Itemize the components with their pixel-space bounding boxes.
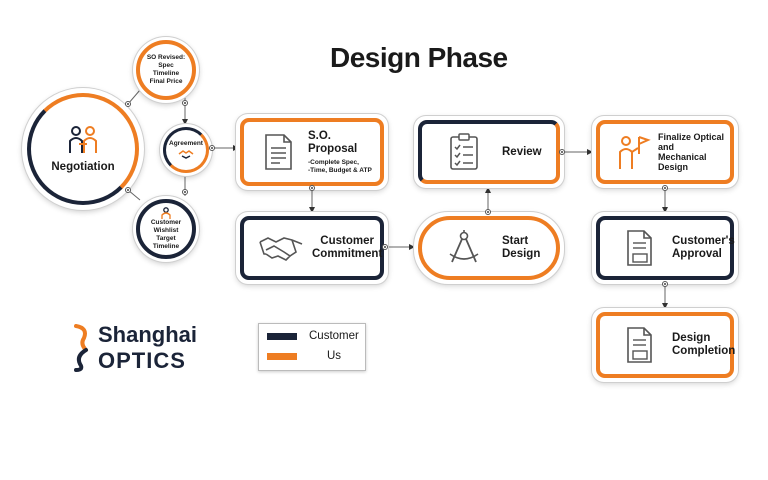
logo-line2: OPTICS — [98, 348, 186, 373]
legend-swatch-customer — [267, 332, 297, 340]
approved-document-icon — [627, 230, 652, 266]
so-revised-node: SO Revised: Spec Timeline Final Price — [133, 37, 199, 103]
so-proposal-node: S.O. Proposal -Complete Spec, -Time, Bud… — [236, 114, 388, 190]
connector-dot — [209, 145, 215, 151]
so-proposal-line: -Complete Spec, — [308, 158, 359, 166]
document-icon — [265, 134, 292, 170]
customer-commitment-node: Customer Commitment — [236, 212, 388, 284]
approval-line: Customer's — [672, 235, 735, 247]
start-design-line: Design — [502, 248, 541, 260]
legend-item-us: Us — [267, 350, 341, 362]
legend-label: Customer — [309, 330, 359, 342]
design-completion-node: Design Completion — [592, 308, 738, 382]
compass-icon — [449, 230, 479, 263]
person-flag-icon — [619, 136, 651, 169]
shanghai-optics-logo: Shanghai OPTICS — [72, 322, 222, 374]
connector-dot — [125, 101, 131, 107]
legend-swatch-us — [267, 352, 297, 360]
wishlist-line: Target — [156, 235, 176, 242]
legend: Customer Us — [258, 323, 366, 371]
connector-dot — [182, 189, 188, 195]
so-revised-line: Final Price — [149, 78, 183, 85]
so-revised-line: SO Revised: — [146, 54, 186, 61]
customer-approval-node: Customer's Approval — [592, 212, 738, 284]
person-icon — [161, 207, 171, 219]
finalize-design-node: Finalize Optical and Mechanical Design — [592, 116, 738, 188]
review-node: Review — [414, 116, 564, 188]
review-label: Review — [502, 145, 542, 158]
start-design-line: Start — [502, 235, 529, 247]
completed-document-icon — [627, 327, 652, 363]
customer-wishlist-node: Customer Wishlist Target Timeline — [133, 196, 199, 262]
connector-dot — [662, 185, 668, 191]
commitment-line: Commitment — [312, 248, 383, 260]
logo-mark-icon — [74, 324, 88, 372]
wishlist-line: Wishlist — [153, 227, 179, 234]
commitment-line: Customer — [320, 235, 374, 247]
agreement-node: Agreement — [160, 124, 212, 176]
page-title: Design Phase — [330, 42, 508, 73]
finalize-line: Finalize Optical — [658, 132, 725, 142]
connector-dot — [559, 149, 565, 155]
handshake-icon — [259, 237, 303, 261]
agreement-label: Agreement — [169, 140, 203, 147]
negotiation-node: Negotiation — [22, 88, 144, 210]
so-revised-line: Spec — [158, 62, 174, 69]
finalize-line: and — [658, 142, 675, 152]
connector-dot — [662, 281, 668, 287]
handshake-icon — [178, 150, 194, 159]
approval-line: Approval — [672, 248, 722, 260]
wishlist-line: Timeline — [152, 243, 180, 250]
finalize-line: Mechanical Design — [658, 152, 707, 172]
logo-line1: Shanghai — [98, 322, 198, 347]
completion-line: Design — [672, 332, 711, 344]
connector-dot — [125, 187, 131, 193]
so-revised-line: Timeline — [152, 70, 180, 77]
so-proposal-title: S.O. Proposal — [308, 129, 358, 155]
connector-dot — [382, 244, 388, 250]
wishlist-line: Customer — [150, 219, 182, 226]
checklist-icon — [450, 133, 478, 170]
so-proposal-line: -Time, Budget & ATP — [308, 166, 372, 174]
completion-line: Completion — [672, 345, 736, 357]
start-design-node: Start Design — [414, 212, 564, 284]
people-icon — [69, 125, 97, 153]
legend-item-customer: Customer — [267, 330, 359, 342]
connector-dot — [309, 185, 315, 191]
connector-dot — [182, 100, 188, 106]
connector-dot — [485, 209, 491, 215]
negotiation-label: Negotiation — [51, 160, 115, 173]
legend-label: Us — [327, 350, 342, 362]
